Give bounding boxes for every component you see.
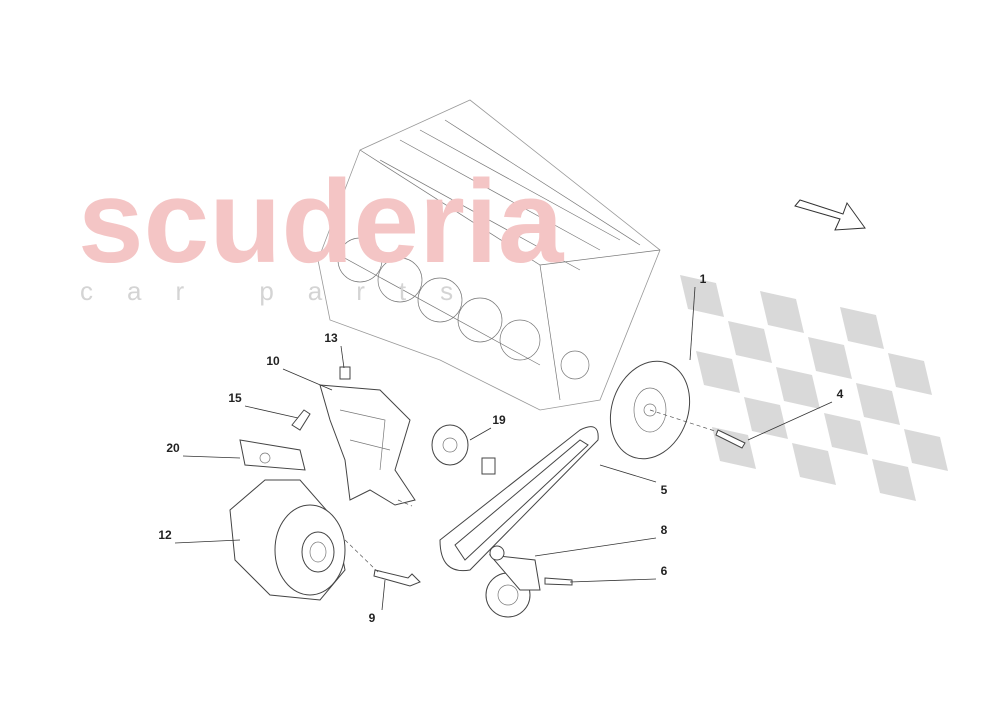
leader-line <box>569 578 657 583</box>
flag-square <box>792 443 836 485</box>
bolt <box>291 409 311 431</box>
alternator <box>229 479 346 601</box>
callouts: 1 4 5 8 6 9 12 20 15 10 13 19 <box>158 272 843 625</box>
guide-lines <box>344 409 719 573</box>
bolt <box>544 577 573 586</box>
leader-line <box>174 539 241 544</box>
flag-square <box>824 413 868 455</box>
bolt <box>373 569 421 587</box>
flag-square <box>856 383 900 425</box>
callout-6: 6 <box>661 564 668 578</box>
flag-square <box>744 397 788 439</box>
flag-square <box>728 321 772 363</box>
watermark-sub: car parts <box>80 276 487 306</box>
belt <box>439 426 599 572</box>
callout-15: 15 <box>228 391 242 405</box>
callout-13: 13 <box>324 331 338 345</box>
flag-square <box>696 351 740 393</box>
bolt <box>715 429 746 449</box>
leader-line <box>282 368 333 391</box>
arrow-down-right-icon <box>794 199 866 231</box>
sleeve <box>339 366 351 380</box>
leader-line <box>747 401 833 441</box>
flag-square <box>776 367 820 409</box>
leader-line <box>689 286 696 361</box>
callout-1: 1 <box>700 272 707 286</box>
callout-20: 20 <box>166 441 180 455</box>
watermark-brand: scuderia <box>78 156 565 288</box>
tensioner <box>485 545 541 618</box>
leader-line <box>599 464 657 483</box>
callout-19: 19 <box>492 413 506 427</box>
flag-square <box>808 337 852 379</box>
engine-block <box>317 99 661 411</box>
callout-10: 10 <box>266 354 280 368</box>
idler-pulley <box>431 424 496 475</box>
callout-9: 9 <box>369 611 376 625</box>
flag-square <box>840 307 884 349</box>
bracket <box>319 384 416 506</box>
leader-line <box>534 537 657 557</box>
flag-square <box>680 275 724 317</box>
flag-square <box>872 459 916 501</box>
flag-square <box>888 353 932 395</box>
callout-4: 4 <box>837 387 844 401</box>
leader-line <box>469 427 492 441</box>
connector <box>239 439 306 471</box>
checkered-flag-watermark <box>680 275 948 501</box>
flag-square <box>760 291 804 333</box>
leader-line <box>381 579 386 611</box>
callout-8: 8 <box>661 523 668 537</box>
callout-5: 5 <box>661 483 668 497</box>
callout-12: 12 <box>158 528 172 542</box>
leader-line <box>244 405 299 419</box>
flag-square <box>904 429 948 471</box>
leader-line <box>182 455 241 459</box>
leader-line <box>340 345 345 369</box>
